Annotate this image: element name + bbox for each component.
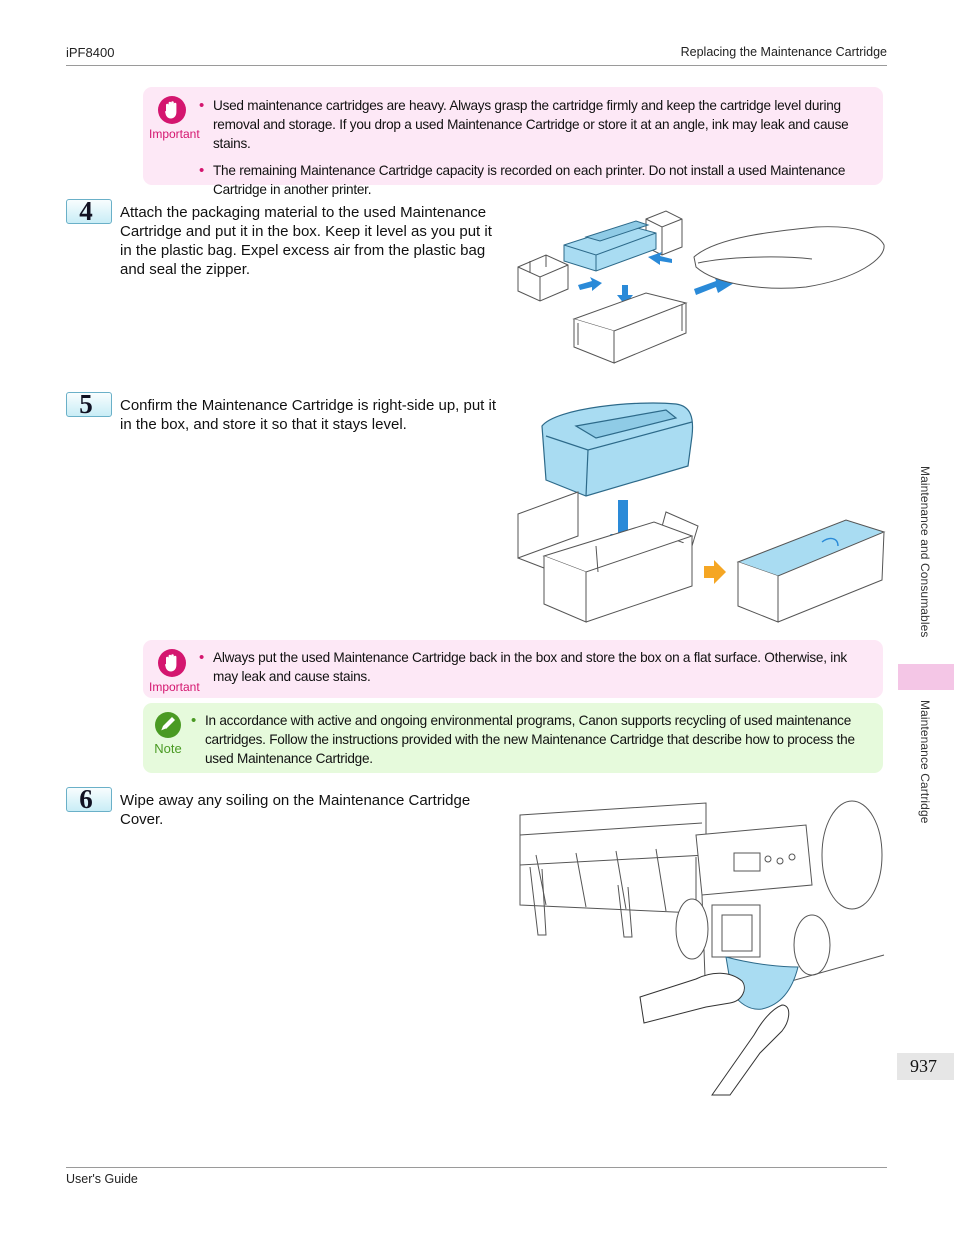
box-storage-illustration <box>517 402 886 623</box>
step-number: 6 <box>79 784 93 814</box>
important-bullet: The remaining Maintenance Cartridge capa… <box>199 161 875 199</box>
footer-guide: User's Guide <box>66 1172 138 1186</box>
side-tab-highlight <box>898 664 954 690</box>
important-box-1: Important Used maintenance cartridges ar… <box>143 87 883 197</box>
important-bullet-list-2: Always put the used Maintenance Cartridg… <box>199 648 875 694</box>
step-5-badge: 5 <box>66 389 112 419</box>
header-model: iPF8400 <box>66 45 115 60</box>
packaging-illustration <box>517 210 885 364</box>
important-bullet: Used maintenance cartridges are heavy. A… <box>199 96 875 153</box>
step-number: 5 <box>79 389 93 419</box>
pencil-note-icon <box>155 712 181 738</box>
important-box-2: Important Always put the used Maintenanc… <box>143 640 883 698</box>
important-label: Important <box>149 680 200 694</box>
hand-stop-icon <box>158 96 186 124</box>
header-section-title: Replacing the Maintenance Cartridge <box>680 45 887 59</box>
note-box: Note In accordance with active and ongoi… <box>143 703 883 773</box>
sidebar-section: Maintenance Cartridge <box>918 700 932 824</box>
important-bullet: Always put the used Maintenance Cartridg… <box>199 648 875 686</box>
step-4-text: Attach the packaging material to the use… <box>120 204 492 278</box>
hand-stop-icon <box>158 649 186 677</box>
note-badge: Note <box>147 711 189 756</box>
page-number: 937 <box>897 1053 954 1080</box>
note-bullet: In accordance with active and ongoing en… <box>191 711 875 768</box>
important-badge: Important <box>149 95 200 141</box>
footer-rule <box>66 1167 887 1168</box>
step-4-badge: 4 <box>66 196 112 226</box>
step-5-text: Confirm the Maintenance Cartridge is rig… <box>120 397 497 433</box>
wiping-cover-illustration <box>519 800 885 1096</box>
important-badge: Important <box>149 648 200 694</box>
step-6-badge: 6 <box>66 784 112 814</box>
sidebar-chapter: Maintenance and Consumables <box>918 466 932 638</box>
important-bullet-list-1: Used maintenance cartridges are heavy. A… <box>199 96 875 207</box>
note-bullet-list: In accordance with active and ongoing en… <box>191 711 875 776</box>
header-rule <box>66 65 887 66</box>
note-label: Note <box>154 741 182 756</box>
step-number: 4 <box>79 196 93 226</box>
step-6-text: Wipe away any soiling on the Maintenance… <box>120 792 471 828</box>
important-label: Important <box>149 127 200 141</box>
